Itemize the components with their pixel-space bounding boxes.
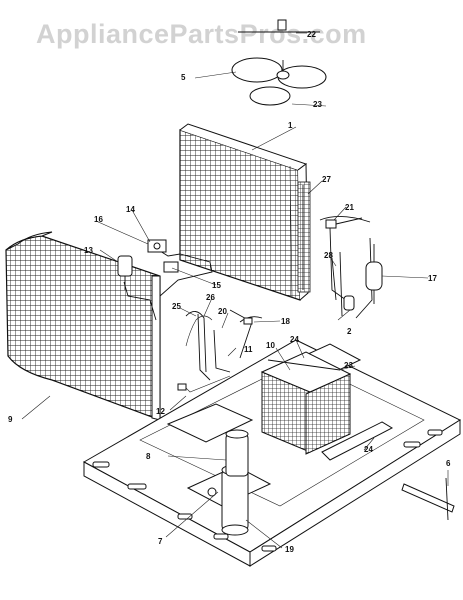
callout-20: 20 [218,307,227,316]
callout-24-upper: 24 [290,335,299,344]
callout-22: 22 [307,30,316,39]
callout-2: 2 [347,327,352,336]
callout-6: 6 [446,459,451,468]
callout-17: 17 [428,274,437,283]
callout-14: 14 [126,205,135,214]
service-valve-assembly [147,239,179,273]
fan-blade [231,19,327,106]
callout-23-mid: 23 [344,361,353,370]
condenser-coil-rear [179,123,309,301]
callout-25: 25 [172,302,181,311]
callout-8: 8 [146,452,151,461]
accumulator [365,244,383,304]
callout-18: 18 [281,317,290,326]
callout-21: 21 [345,203,354,212]
callout-10: 10 [266,341,275,350]
callout-27: 27 [322,175,331,184]
wraparound-coil [5,231,161,421]
callout-19: 19 [285,545,294,554]
wiring-harness [177,315,231,393]
mounting-bracket [401,477,455,521]
evaporator-coil [260,351,352,455]
callout-28: 28 [324,251,333,260]
callout-11: 11 [244,345,253,354]
callout-7: 7 [158,537,163,546]
callout-15: 15 [212,281,221,290]
thermostat-sensor [325,217,363,229]
capacitor [225,429,249,477]
capillary-tube [239,316,263,325]
leader-lines [21,32,449,549]
callout-24-lower: 24 [364,445,373,454]
callout-26: 26 [206,293,215,302]
drain-tray [321,421,394,461]
reversing-valve [117,255,133,290]
distributor-assembly [297,181,311,293]
callout-12: 12 [156,407,165,416]
callout-16: 16 [94,215,103,224]
watermark-text: AppliancePartsPros.com [36,19,367,49]
callout-23-top: 23 [313,100,322,109]
callout-9: 9 [8,415,13,424]
callout-13: 13 [84,246,93,255]
callout-1: 1 [288,121,293,130]
filter-drier [331,257,355,311]
base-pan [82,339,462,567]
callout-labels: 1 2 5 6 7 8 9 10 11 12 13 14 15 16 17 18… [8,30,451,554]
callout-5: 5 [181,73,186,82]
